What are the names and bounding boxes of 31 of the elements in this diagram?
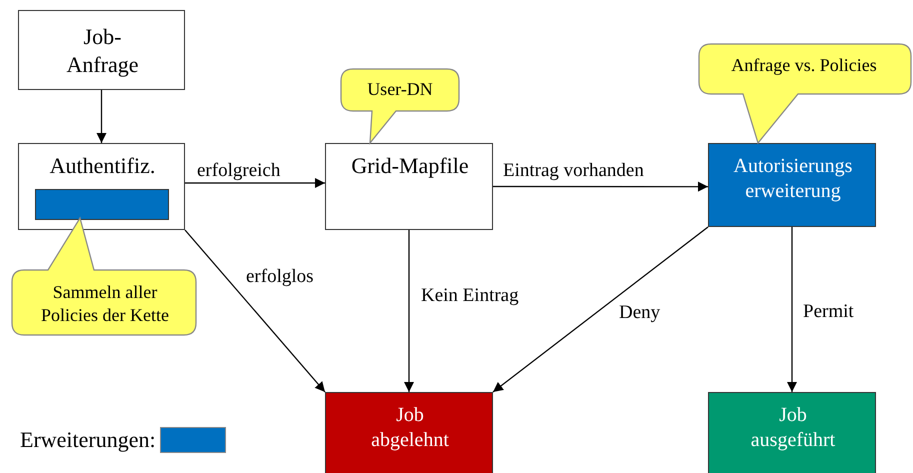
arrow [184, 230, 326, 392]
edge-label: erfolglos [245, 266, 315, 288]
process-box [325, 392, 493, 473]
arrow [185, 178, 325, 188]
process-box [708, 392, 876, 473]
arrow [404, 230, 414, 392]
arrow [787, 227, 797, 392]
callout-text: Sammeln aller Policies der Kette [40, 281, 170, 326]
edge-label: erfolgreich [196, 160, 282, 182]
arrow [96, 90, 106, 143]
node-label: Grid-Mapfile [350, 152, 470, 180]
process-box [18, 143, 185, 230]
node-label: Autorisierungs erweiterung [732, 154, 854, 204]
process-box [325, 143, 493, 230]
callout-text: User-DN [366, 78, 434, 100]
node-label: Authentifiz. [48, 152, 156, 180]
process-box [18, 10, 185, 90]
extension-bar [35, 189, 169, 220]
speech-callout [340, 68, 460, 145]
speech-callout [10, 215, 198, 337]
edge-label: Eintrag vorhanden [502, 160, 645, 182]
legend-label: Erweiterungen: [20, 427, 156, 453]
edge-label: Kein Eintrag [420, 285, 520, 307]
callout-text: Anfrage vs. Policies [730, 54, 878, 76]
node-label: Job abgelehnt [370, 403, 450, 453]
arrow [492, 226, 708, 392]
arrow [493, 182, 708, 192]
speech-callout [698, 43, 912, 145]
process-box [708, 143, 876, 227]
node-label: Job-Anfrage [65, 23, 140, 78]
node-label: Job ausgeführt [750, 403, 836, 453]
